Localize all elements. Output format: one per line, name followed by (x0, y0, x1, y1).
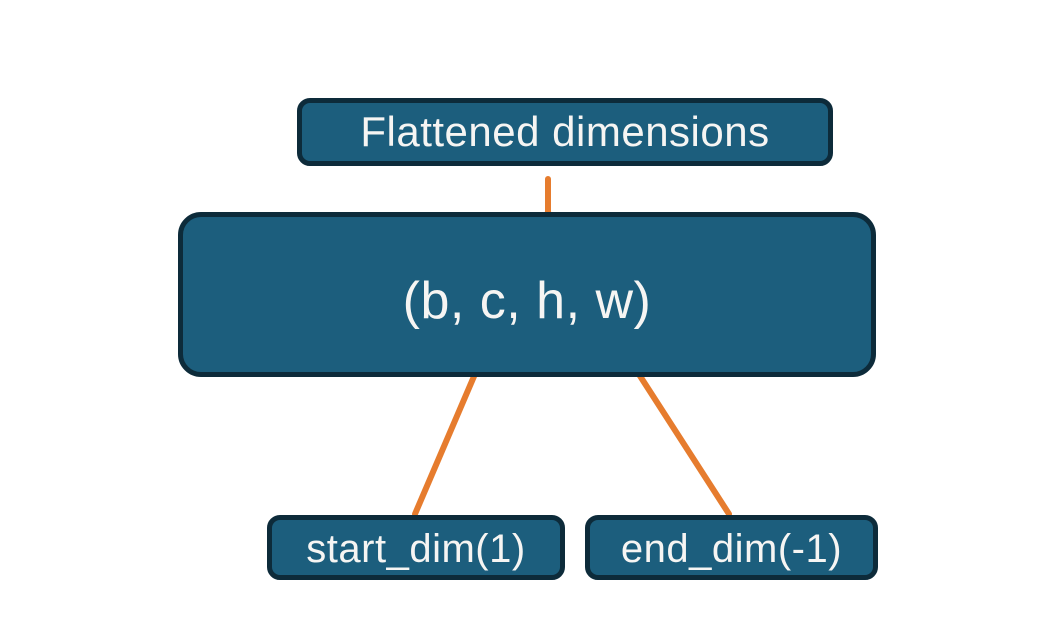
end-dim-box: end_dim(-1) (585, 515, 878, 580)
start-dim-box: start_dim(1) (267, 515, 565, 580)
tensor-shape-box: (b, c, h, w) (178, 212, 876, 377)
end-dim-label: end_dim(-1) (620, 526, 843, 571)
start-dim-label: start_dim(1) (306, 526, 526, 571)
flattened-dimensions-box: Flattened dimensions (297, 98, 833, 166)
tensor-shape-label: (b, c, h, w) (402, 271, 652, 330)
flattened-dimensions-label: Flattened dimensions (360, 108, 770, 155)
